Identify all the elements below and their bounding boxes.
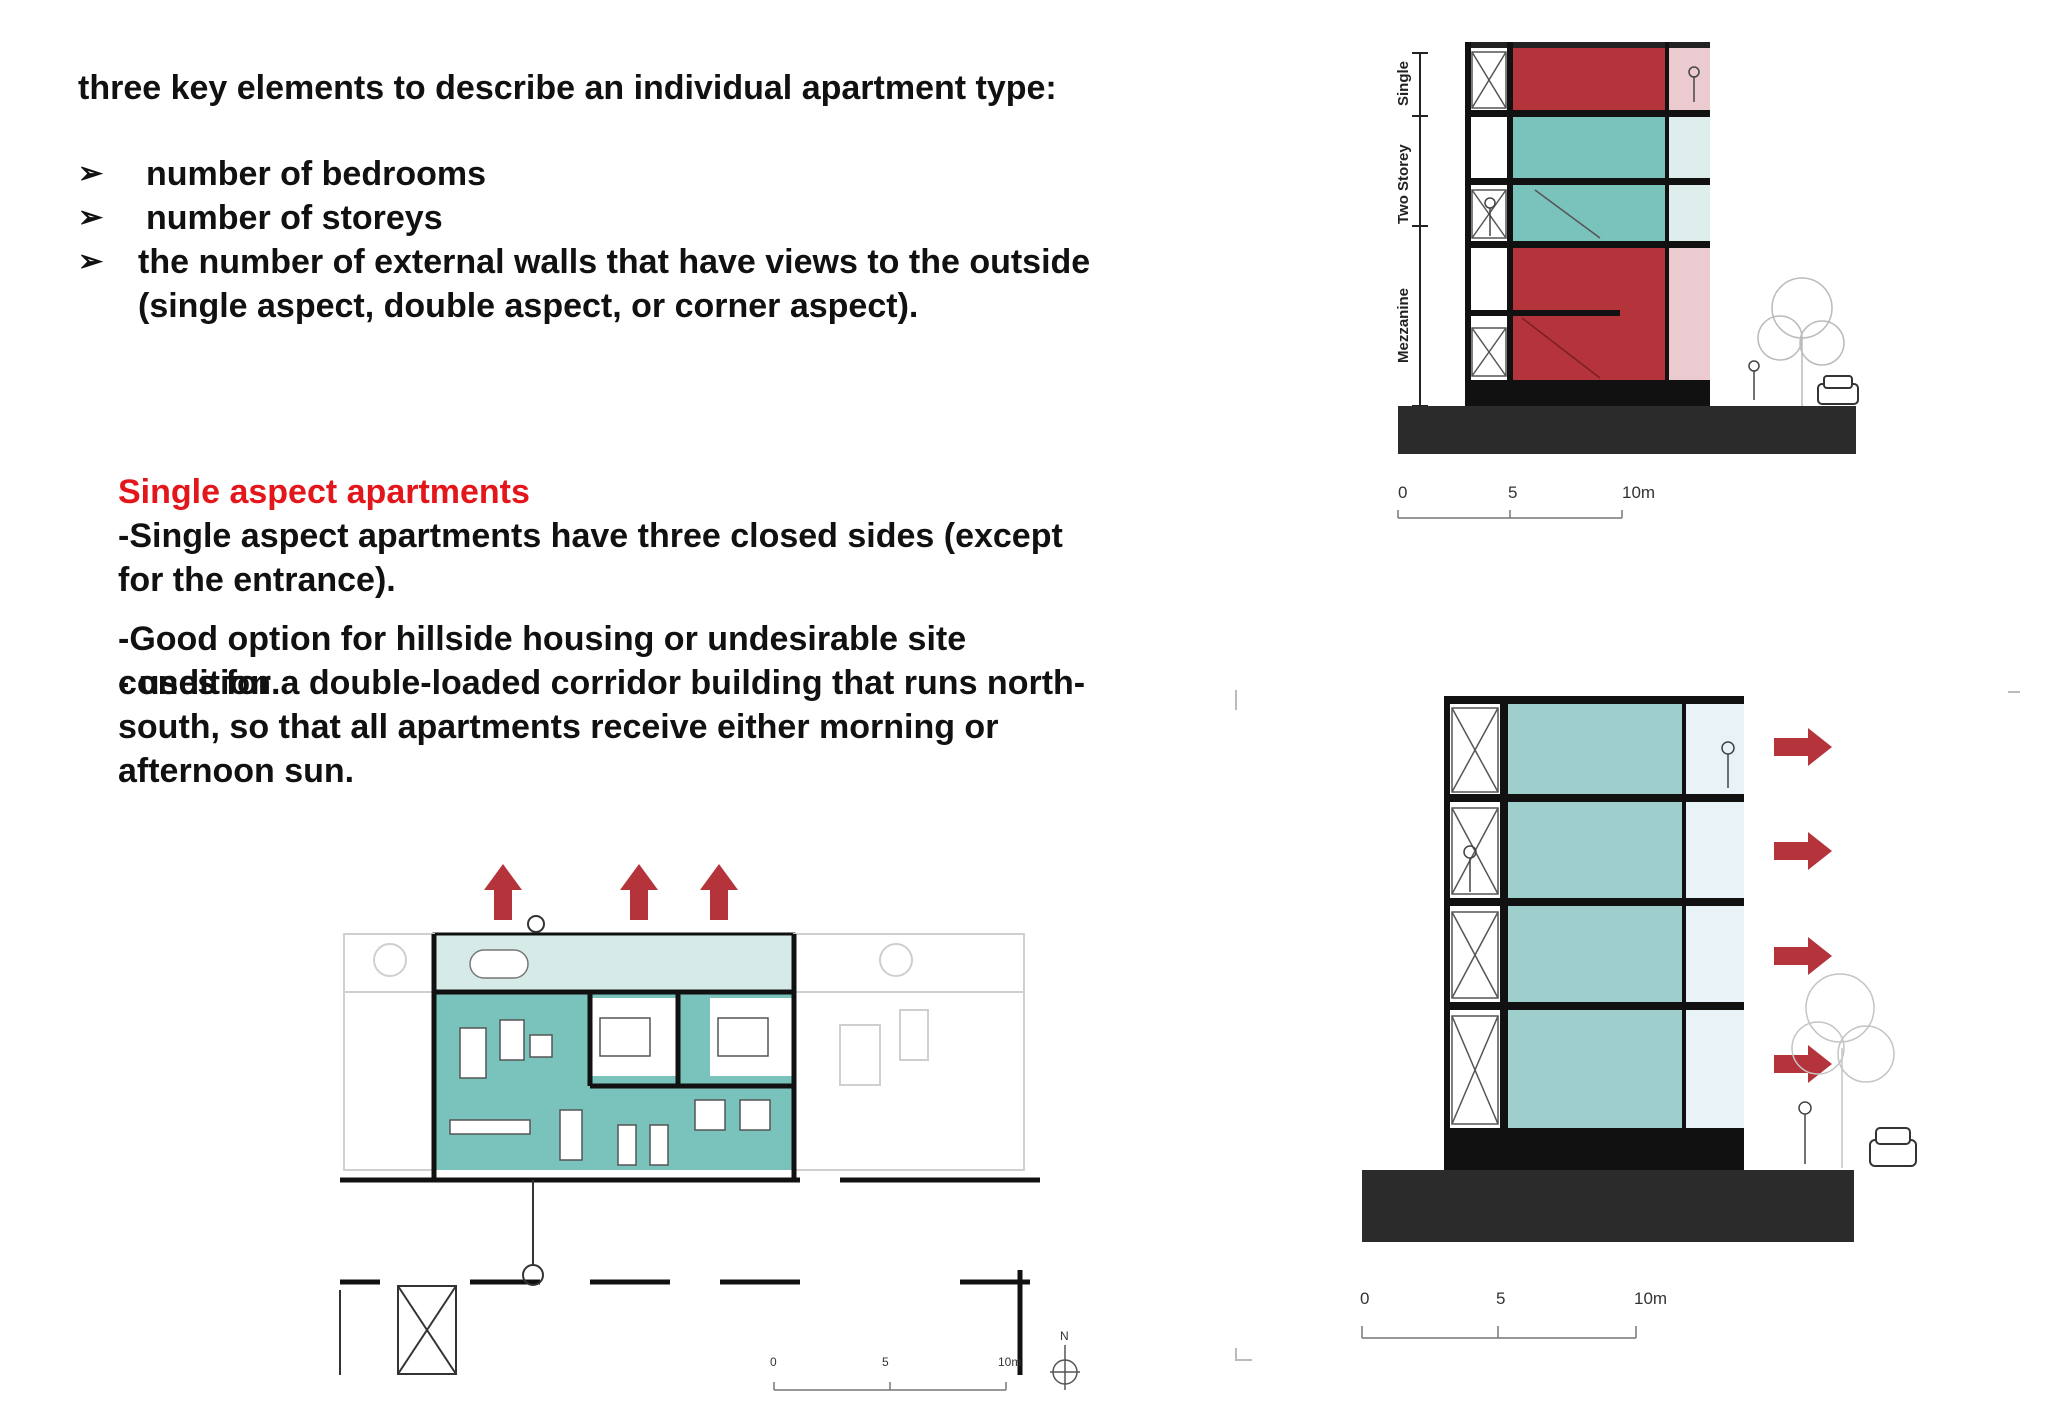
scale-label: 0 [770,1355,777,1369]
tree-icon [1757,277,1845,406]
arrow-right-icon [1774,937,1832,975]
person-icon [1463,741,1812,1164]
scale-label: 5 [1496,1289,1505,1308]
building-base [1465,380,1710,406]
scale-bar: 0 5 10m [1360,1289,1667,1339]
paragraph: -Good option for hillside housing or und… [118,620,967,702]
stair-core-icon [397,1285,457,1375]
intro-heading: three key elements to describe an indivi… [78,69,1057,107]
key-elements-list: ➢ number of bedrooms ➢ number of storeys… [78,152,1098,328]
stair-core-icon [1471,51,1507,377]
arrow-bullet-icon: ➢ [78,245,104,278]
section-diagram-top: Single Two Storey Mezzanine [1395,42,1859,519]
scale-label: 5 [1508,483,1517,502]
ground-slab [1362,1170,1854,1242]
list-item-text: the number of external walls that have v… [138,243,1091,325]
dimension-label-single: Single [1395,61,1412,106]
bedroom-2 [710,998,794,1076]
furniture-icons [449,1019,771,1166]
ground-slab [1398,406,1856,454]
section-diagram-bottom: 0 5 10m [1235,690,2020,1361]
scale-bar: 0 5 10m [1397,483,1655,519]
arrow-bullet-icon: ➢ [78,157,104,190]
floor-plan-diagram: 0 5 10m N [339,864,1080,1391]
list-item: ➢ number of storeys [78,196,1098,240]
car-icon [1817,375,1859,405]
view-direction-arrows [1774,728,1832,1083]
north-arrow-icon: N [1050,1329,1080,1390]
scale-label: 5 [882,1355,889,1369]
building-base [1444,1128,1744,1170]
list-item-text: number of bedrooms [146,155,487,193]
scale-label: 10m [1622,483,1655,502]
scale-label: 10m [1634,1289,1667,1308]
dimension-label-two-storey: Two Storey [1395,144,1412,224]
car-icon [1869,1127,1917,1167]
arrow-up-icon [484,864,522,920]
paragraph: - uses for a double-loaded corridor buil… [118,664,1086,790]
tree-icon [1791,973,1895,1168]
list-item-text: number of storeys [146,199,443,237]
arrow-right-icon [1774,832,1832,870]
scale-label: 0 [1398,483,1407,502]
scale-label: 0 [1360,1289,1369,1308]
scale-bar: 0 5 10m [770,1355,1021,1391]
north-label: N [1060,1329,1069,1343]
list-item: ➢ number of bedrooms [78,152,1098,196]
arrow-right-icon [1774,1045,1832,1083]
section-title: Single aspect apartments [118,473,530,511]
unit-floors [1444,704,1744,1128]
arrow-bullet-icon: ➢ [78,201,104,234]
arrow-up-icon [620,864,658,920]
bedroom-1 [592,998,676,1076]
unit-two-storey [1512,117,1667,178]
dimension-label-mezzanine: Mezzanine [1395,288,1412,363]
person-icon [1484,66,1760,400]
unit-single [1512,48,1667,110]
arrow-right-icon [1774,728,1832,766]
view-direction-arrows [484,864,738,920]
paragraph: -Single aspect apartments have three clo… [118,517,1063,599]
arrow-up-icon [700,864,738,920]
dimension-line: Single Two Storey Mezzanine [1395,52,1428,407]
list-item: ➢ the number of external walls that have… [78,240,1098,328]
stair-core-icon [1451,707,1499,1125]
scale-label: 10m [998,1355,1021,1369]
